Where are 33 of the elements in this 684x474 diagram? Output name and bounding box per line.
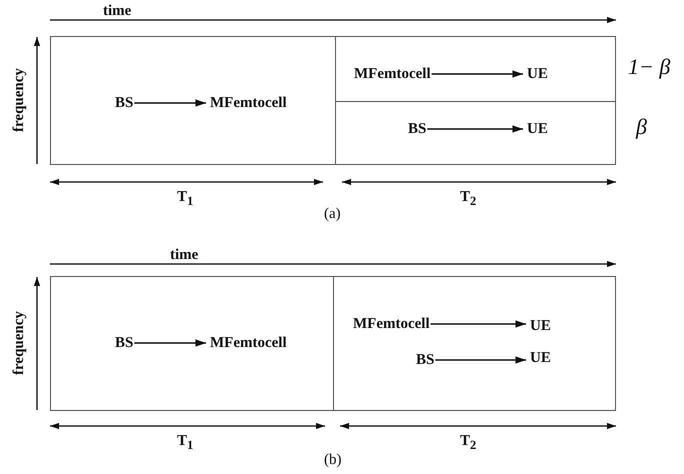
node-label: MFemtocell	[354, 65, 431, 83]
node-label: MFemtocell	[210, 334, 287, 352]
duration-label: T$_{1}$	[177, 188, 194, 210]
node-label: BS	[416, 351, 434, 369]
duration-label: T$_{2}$	[460, 432, 476, 454]
subfigure-label: (b)	[324, 451, 342, 469]
resource-block	[335, 101, 616, 165]
node-label: BS	[115, 334, 134, 352]
node-label: MFemtocell	[353, 315, 430, 333]
axis-label: time	[170, 246, 198, 264]
node-label: BS	[115, 94, 134, 112]
arrow	[432, 70, 523, 78]
arrow	[427, 125, 523, 133]
resource-block	[50, 36, 336, 165]
axis-label: frequency	[10, 311, 28, 375]
node-label: UE	[527, 120, 548, 138]
node-label: BS	[408, 120, 426, 138]
arrow	[435, 356, 526, 364]
axis-label: time	[103, 2, 132, 20]
subfigure-label: (a)	[324, 205, 341, 223]
node-label: UE	[527, 65, 548, 83]
axis-label: frequency	[10, 68, 28, 132]
arrow	[134, 99, 206, 107]
resource-block	[333, 276, 616, 411]
arrow	[430, 320, 526, 328]
node-label: UE	[530, 317, 551, 335]
duration-label: T$_{2}$	[460, 188, 476, 210]
resource-block	[50, 276, 334, 411]
arrow	[134, 339, 206, 347]
resource-block	[335, 36, 616, 102]
duration-label: T$_{1}$	[177, 432, 194, 454]
node-label: MFemtocell	[210, 94, 287, 112]
node-label: UE	[530, 349, 551, 367]
